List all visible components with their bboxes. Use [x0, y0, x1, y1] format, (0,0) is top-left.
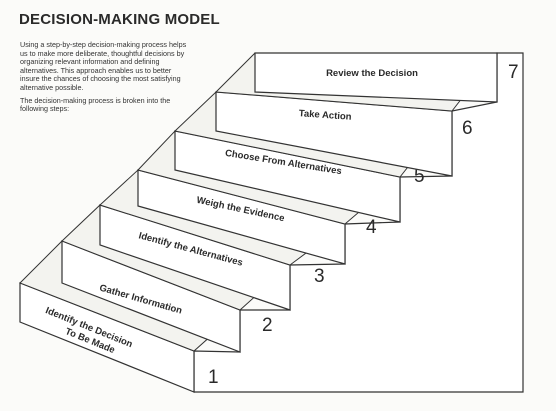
step-label: Take Action — [298, 108, 352, 123]
step-number: 6 — [462, 118, 473, 139]
step-label: Review the Decision — [326, 68, 418, 79]
intro-paragraph-1: Using a step-by-step decision-making pro… — [20, 40, 187, 92]
step-number: 4 — [366, 217, 377, 238]
step-number: 2 — [262, 315, 273, 336]
step-riser — [254, 52, 498, 103]
step-number: 7 — [508, 62, 519, 83]
page-title: DECISION-MAKING MODEL — [19, 11, 220, 28]
step-number: 1 — [208, 367, 219, 388]
intro-text: Using a step-by-step decision-making pro… — [20, 40, 190, 118]
step-number: 5 — [414, 166, 425, 187]
step-number: 3 — [314, 266, 325, 287]
intro-paragraph-2: The decision-making process is broken in… — [20, 95, 171, 114]
step-7: Review the Decision 7 — [254, 52, 519, 103]
